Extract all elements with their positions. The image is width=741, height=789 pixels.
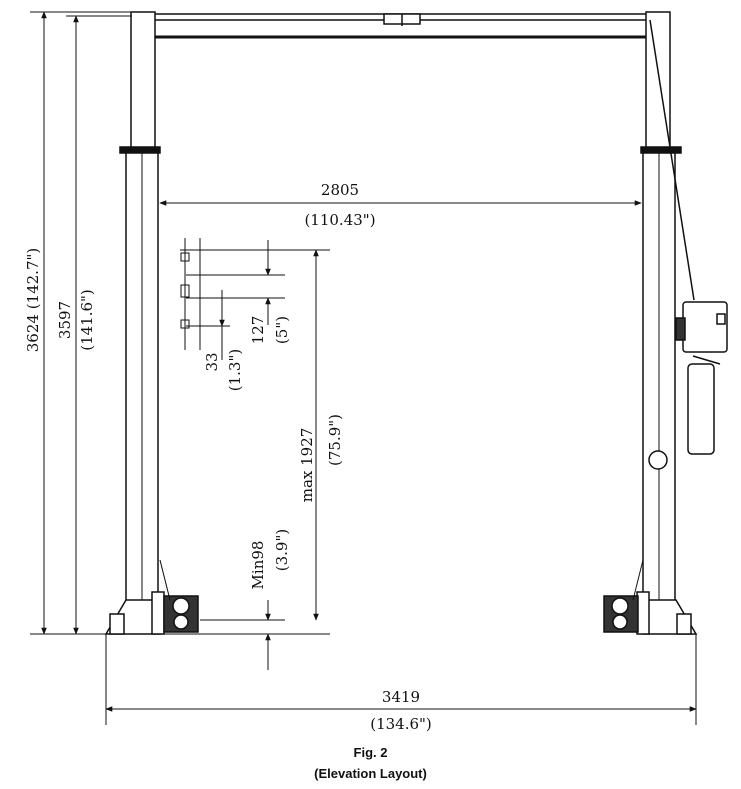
beam-height-inch: (141.6") <box>78 289 96 351</box>
dimension-lines <box>30 11 697 725</box>
overhead-beam <box>131 13 669 39</box>
right-base <box>603 559 698 635</box>
right-column <box>640 11 695 602</box>
step-127-mm: 127 <box>249 316 267 345</box>
max-lift-inch: (75.9") <box>326 414 344 466</box>
overall-height-label: 3624 (142.7") <box>24 248 42 353</box>
max-lift-mm: max 1927 <box>298 428 316 503</box>
step-33-inch: (1.3") <box>226 349 244 391</box>
figure-subtitle: (Elevation Layout) <box>314 766 427 781</box>
beam-height-mm: 3597 <box>56 301 74 339</box>
step-127-inch: (5") <box>273 316 291 344</box>
left-base <box>104 559 199 635</box>
figure-title: Fig. 2 <box>353 745 388 760</box>
min-height-inch: (3.9") <box>273 529 291 571</box>
power-unit <box>648 301 728 470</box>
overall-width-mm: 3419 <box>382 688 420 706</box>
overall-width-inch: (134.6") <box>370 715 432 733</box>
step-33-mm: 33 <box>203 352 221 371</box>
min-height-mm: Min98 <box>249 541 267 590</box>
inner-width-inch: (110.43") <box>304 211 375 229</box>
inner-width-mm: 2805 <box>321 181 359 199</box>
left-column <box>119 11 161 602</box>
